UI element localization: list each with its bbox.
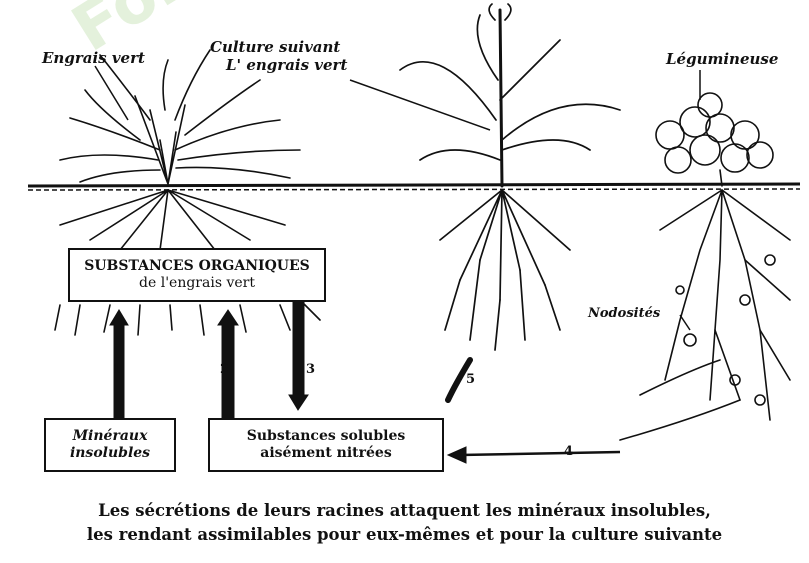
following-crop-plant	[400, 4, 620, 400]
label-legumineuse: Légumineuse	[666, 51, 778, 68]
arrow-1-head	[110, 310, 128, 325]
box-mineraux-line1: Minéraux	[73, 428, 148, 445]
box-solubles-line2: aisément nitrées	[260, 445, 391, 462]
box-substances-line2: de l'engrais vert	[139, 275, 255, 292]
legume-plant	[620, 93, 790, 440]
arrow-2-head	[218, 310, 238, 325]
arrow-number-2: 2	[220, 362, 229, 377]
arrow-3-shaft	[293, 300, 304, 395]
box-substances-line1: SUBSTANCES ORGANIQUES	[84, 258, 310, 275]
box-mineraux-insolubles: Minéraux insolubles	[44, 418, 176, 472]
arrow-3-head	[289, 395, 308, 410]
box-mineraux-line2: insolubles	[70, 445, 150, 462]
box-solubles-line1: Substances solubles	[247, 428, 405, 445]
caption-line2: les rendant assimilables pour eux-mêmes …	[0, 524, 809, 546]
arrow-4	[448, 447, 620, 463]
box-substances-organiques: SUBSTANCES ORGANIQUES de l'engrais vert	[68, 248, 326, 302]
caption-line1: Les sécrétions de leurs racines attaquen…	[0, 500, 809, 522]
label-culture-suivant-line1: Culture suivant	[210, 39, 340, 56]
arrow-number-5: 5	[466, 372, 475, 387]
arrow-number-4: 4	[564, 444, 573, 459]
arrow-number-1: 1	[112, 362, 121, 377]
box-substances-solubles: Substances solubles aisément nitrées	[208, 418, 444, 472]
arrow-number-3: 3	[306, 362, 315, 377]
ground-line	[28, 184, 800, 190]
label-culture-suivant-line2: L' engrais vert	[226, 57, 347, 74]
label-engrais-vert: Engrais vert	[42, 50, 145, 67]
label-nodosites: Nodosités	[588, 305, 660, 322]
